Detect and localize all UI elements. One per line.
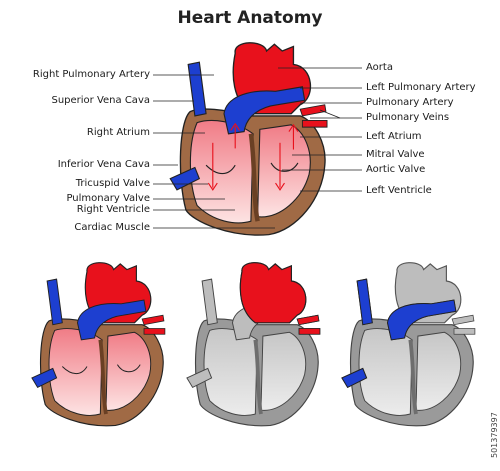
label-left-pulmonary-artery: Left Pulmonary Artery: [366, 82, 476, 93]
leader-lines-left: [153, 74, 275, 229]
diagram-title: Heart Anatomy: [177, 8, 323, 28]
main-heart: [170, 43, 327, 235]
blood-flow-arrows: [207, 122, 299, 191]
label-pulmonary-veins: Pulmonary Veins: [366, 112, 450, 123]
label-inferior-vena-cava: Inferior Vena Cava: [57, 159, 150, 170]
label-superior-vena-cava: Superior Vena Cava: [51, 95, 150, 106]
heart-variant-color: [29, 260, 167, 428]
heart-variant-arteries: [184, 260, 322, 428]
label-right-atrium: Right Atrium: [86, 127, 150, 138]
label-left-atrium: Left Atrium: [366, 131, 422, 142]
label-right-pulmonary-artery: Right Pulmonary Artery: [32, 69, 150, 80]
label-aorta: Aorta: [366, 62, 393, 73]
label-left-ventricle: Left Ventricle: [366, 185, 432, 196]
label-right-ventricle: Right Ventricle: [76, 204, 150, 215]
leader-lines-right: [278, 67, 362, 192]
heart-variant-veins: [339, 260, 477, 428]
label-pulmonary-artery: Pulmonary Artery: [366, 97, 454, 108]
label-aortic-valve: Aortic Valve: [366, 164, 426, 175]
label-cardiac-muscle: Cardiac Muscle: [74, 222, 150, 233]
label-mitral-valve: Mitral Valve: [366, 149, 425, 160]
stock-id: 501379397: [490, 412, 499, 458]
label-tricuspid-valve: Tricuspid Valve: [75, 178, 150, 189]
label-pulmonary-valve: Pulmonary Valve: [66, 193, 150, 204]
